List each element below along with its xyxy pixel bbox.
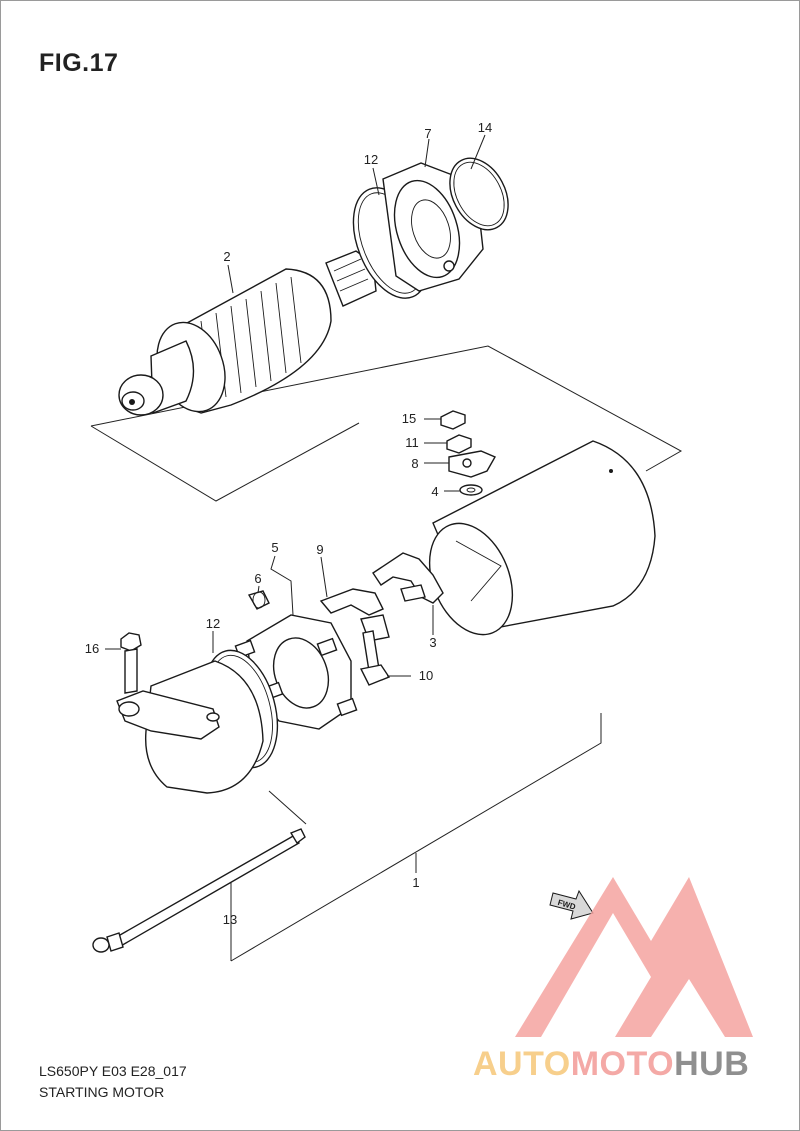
callout-12-lower: 12 <box>206 616 220 631</box>
callout-15: 15 <box>402 411 416 426</box>
callout-9: 9 <box>316 542 323 557</box>
callout-10: 10 <box>419 668 433 683</box>
callout-13: 13 <box>223 912 237 927</box>
assembly-bracket-1 <box>230 713 602 962</box>
automotohub-watermark: AUTOMOTOHUB <box>473 1045 749 1084</box>
automotohub-logo-mark <box>515 877 753 1037</box>
terminal-8 <box>448 450 496 478</box>
nut-15 <box>440 410 466 430</box>
callout-5: 5 <box>271 540 278 555</box>
callout-1: 1 <box>412 875 419 890</box>
through-bolt-13 <box>92 828 306 953</box>
brush-spring-6 <box>247 590 270 610</box>
callout-4: 4 <box>431 484 438 499</box>
watermark-hub: HUB <box>674 1045 750 1083</box>
callout-11: 11 <box>405 435 419 450</box>
figure-title: FIG.17 <box>39 49 119 77</box>
diagram-description: STARTING MOTOR <box>39 1084 165 1100</box>
brush-holder-3 <box>372 552 444 604</box>
motor-yoke <box>428 440 656 636</box>
bolt-16 <box>120 632 142 694</box>
assembly-outline <box>90 345 683 472</box>
callout-2: 2 <box>223 249 230 264</box>
diagram-code: LS650PY E03 E28_017 <box>39 1063 187 1079</box>
callout-6: 6 <box>254 571 261 586</box>
watermark-auto: AUTO <box>473 1045 571 1083</box>
callout-8: 8 <box>411 456 418 471</box>
callout-14: 14 <box>478 120 492 135</box>
callout-12-upper: 12 <box>364 152 378 167</box>
callout-16: 16 <box>85 641 99 656</box>
washer-4 <box>459 484 483 496</box>
rear-end-cover <box>116 660 264 794</box>
watermark-moto: MOTO <box>570 1045 675 1083</box>
nut-11 <box>446 434 472 454</box>
terminal-bolt-10 <box>359 630 391 686</box>
callout-3: 3 <box>429 635 436 650</box>
fwd-direction-arrow: FWD <box>549 889 594 920</box>
armature-part <box>118 250 377 416</box>
callout-7: 7 <box>424 126 431 141</box>
